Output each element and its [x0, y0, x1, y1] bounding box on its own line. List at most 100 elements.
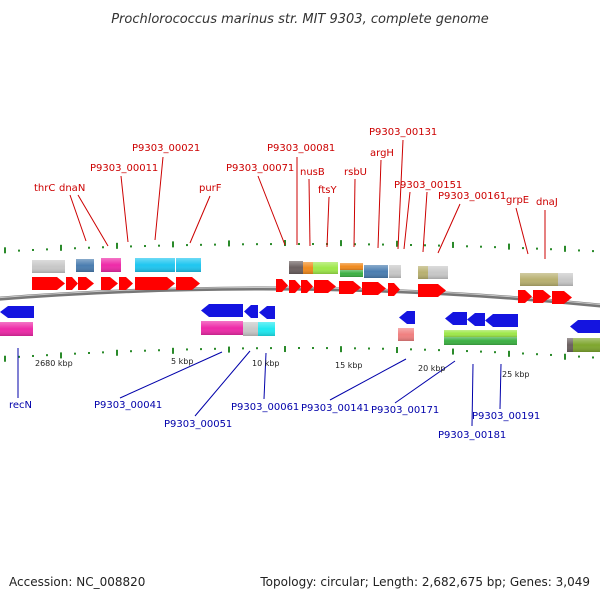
forward-gene-arrow — [388, 283, 400, 296]
tick-bottom — [368, 347, 370, 350]
tick-top — [74, 247, 76, 250]
tick-top — [256, 243, 258, 246]
tick-top — [158, 244, 160, 247]
gene-label-P9303_00071[interactable]: P9303_00071 — [226, 163, 294, 174]
tick-marks — [4, 240, 594, 362]
reverse-gene-arrow — [445, 312, 467, 325]
feature-box-shade — [289, 261, 303, 274]
feature-box-shade — [313, 262, 338, 274]
leader-line-top — [189, 195, 211, 244]
reverse-gene-arrow — [201, 304, 243, 317]
feature-box-shade — [573, 338, 600, 352]
tick-bottom — [536, 353, 538, 356]
tick-bottom — [256, 347, 258, 350]
tick-top — [4, 247, 6, 254]
feature-box-shade — [533, 273, 558, 286]
gene-label-dnaN[interactable]: dnaN — [59, 183, 85, 194]
reverse-gene-arrow — [485, 314, 518, 327]
topology-text: Topology: circular; Length: 2,682,675 bp… — [259, 575, 590, 589]
feature-box-shade — [398, 328, 414, 341]
gene-label-P9303_00041[interactable]: P9303_00041 — [94, 400, 162, 411]
feature-box-shade — [567, 338, 573, 352]
tick-top — [410, 244, 412, 247]
tick-top — [200, 243, 202, 246]
gene-label-P9303_00151[interactable]: P9303_00151 — [394, 180, 462, 191]
feature-box-shade — [76, 259, 94, 272]
leader-line-top — [120, 175, 129, 243]
feature-box-shade — [340, 263, 363, 270]
leader-line-top — [377, 159, 382, 249]
gene-features — [0, 258, 600, 352]
tick-top — [116, 242, 118, 249]
forward-gene-arrow — [135, 277, 175, 290]
tick-bottom — [578, 355, 580, 358]
gene-label-argH[interactable]: argH — [370, 148, 394, 159]
tick-top — [550, 248, 552, 251]
tick-bottom — [326, 347, 328, 350]
tick-top — [18, 249, 20, 252]
gene-label-recN[interactable]: recN — [9, 400, 32, 411]
leader-line-top — [257, 175, 286, 246]
tick-bottom — [186, 348, 188, 351]
feature-box-shade — [418, 266, 428, 279]
gene-label-ftsY[interactable]: ftsY — [318, 185, 337, 196]
gene-label-P9303_00081[interactable]: P9303_00081 — [267, 143, 335, 154]
gene-label-rsbU[interactable]: rsbU — [344, 167, 367, 178]
tick-bottom — [592, 356, 594, 359]
leader-line-top — [308, 178, 311, 247]
leader-line-top — [353, 178, 356, 248]
tick-bottom — [18, 355, 20, 358]
tick-bottom — [214, 347, 216, 350]
leader-line-top — [326, 196, 330, 248]
leader-line-bottom — [329, 358, 407, 401]
gene-label-thrC[interactable]: thrC — [34, 183, 55, 194]
tick-top — [144, 245, 146, 248]
tick-bottom — [144, 349, 146, 352]
tick-bottom — [32, 354, 34, 357]
scale-label-20kbp: 20 kbp — [418, 364, 446, 373]
tick-top — [340, 240, 342, 247]
tick-bottom — [74, 352, 76, 355]
tick-bottom — [424, 348, 426, 351]
tick-bottom — [200, 348, 202, 351]
forward-gene-arrow — [418, 284, 446, 297]
tick-top — [312, 243, 314, 246]
tick-top — [284, 240, 286, 247]
tick-top — [270, 243, 272, 246]
feature-box-shade — [0, 322, 33, 336]
tick-bottom — [564, 353, 566, 360]
gene-label-P9303_00011[interactable]: P9303_00011 — [90, 163, 158, 174]
gene-label-grpE[interactable]: grpE — [506, 195, 529, 206]
gene-label-purF[interactable]: purF — [199, 183, 222, 194]
reverse-gene-arrow — [570, 320, 600, 333]
tick-bottom — [130, 350, 132, 353]
reverse-gene-arrow — [399, 311, 415, 324]
gene-label-P9303_00141[interactable]: P9303_00141 — [301, 403, 369, 414]
gene-label-P9303_00131[interactable]: P9303_00131 — [369, 127, 437, 138]
gene-label-P9303_00161[interactable]: P9303_00161 — [438, 191, 506, 202]
feature-box-shade — [444, 337, 517, 345]
tick-top — [592, 250, 594, 253]
gene-label-P9303_00061[interactable]: P9303_00061 — [231, 402, 299, 413]
gene-label-P9303_00051[interactable]: P9303_00051 — [164, 419, 232, 430]
gene-label-dnaJ[interactable]: dnaJ — [536, 197, 558, 208]
forward-gene-arrow — [176, 277, 200, 290]
feature-box-shade — [201, 321, 243, 335]
gene-label-P9303_00021[interactable]: P9303_00021 — [132, 143, 200, 154]
feature-box-shade — [389, 265, 401, 278]
gene-label-nusB[interactable]: nusB — [300, 167, 325, 178]
bottom-gene-labels: recN P9303_00041 P9303_00051 P9303_00061… — [9, 400, 540, 441]
leader-line-top — [77, 194, 109, 247]
forward-gene-arrow — [301, 280, 313, 293]
leader-line-top — [403, 191, 411, 250]
gene-label-P9303_00181[interactable]: P9303_00181 — [438, 430, 506, 441]
tick-top — [172, 241, 174, 248]
tick-bottom — [116, 349, 118, 356]
leader-line-top — [437, 203, 461, 254]
gene-label-P9303_00171[interactable]: P9303_00171 — [371, 405, 439, 416]
gene-label-P9303_00191[interactable]: P9303_00191 — [472, 411, 540, 422]
tick-bottom — [494, 351, 496, 354]
tick-bottom — [396, 347, 398, 354]
tick-top — [46, 248, 48, 251]
